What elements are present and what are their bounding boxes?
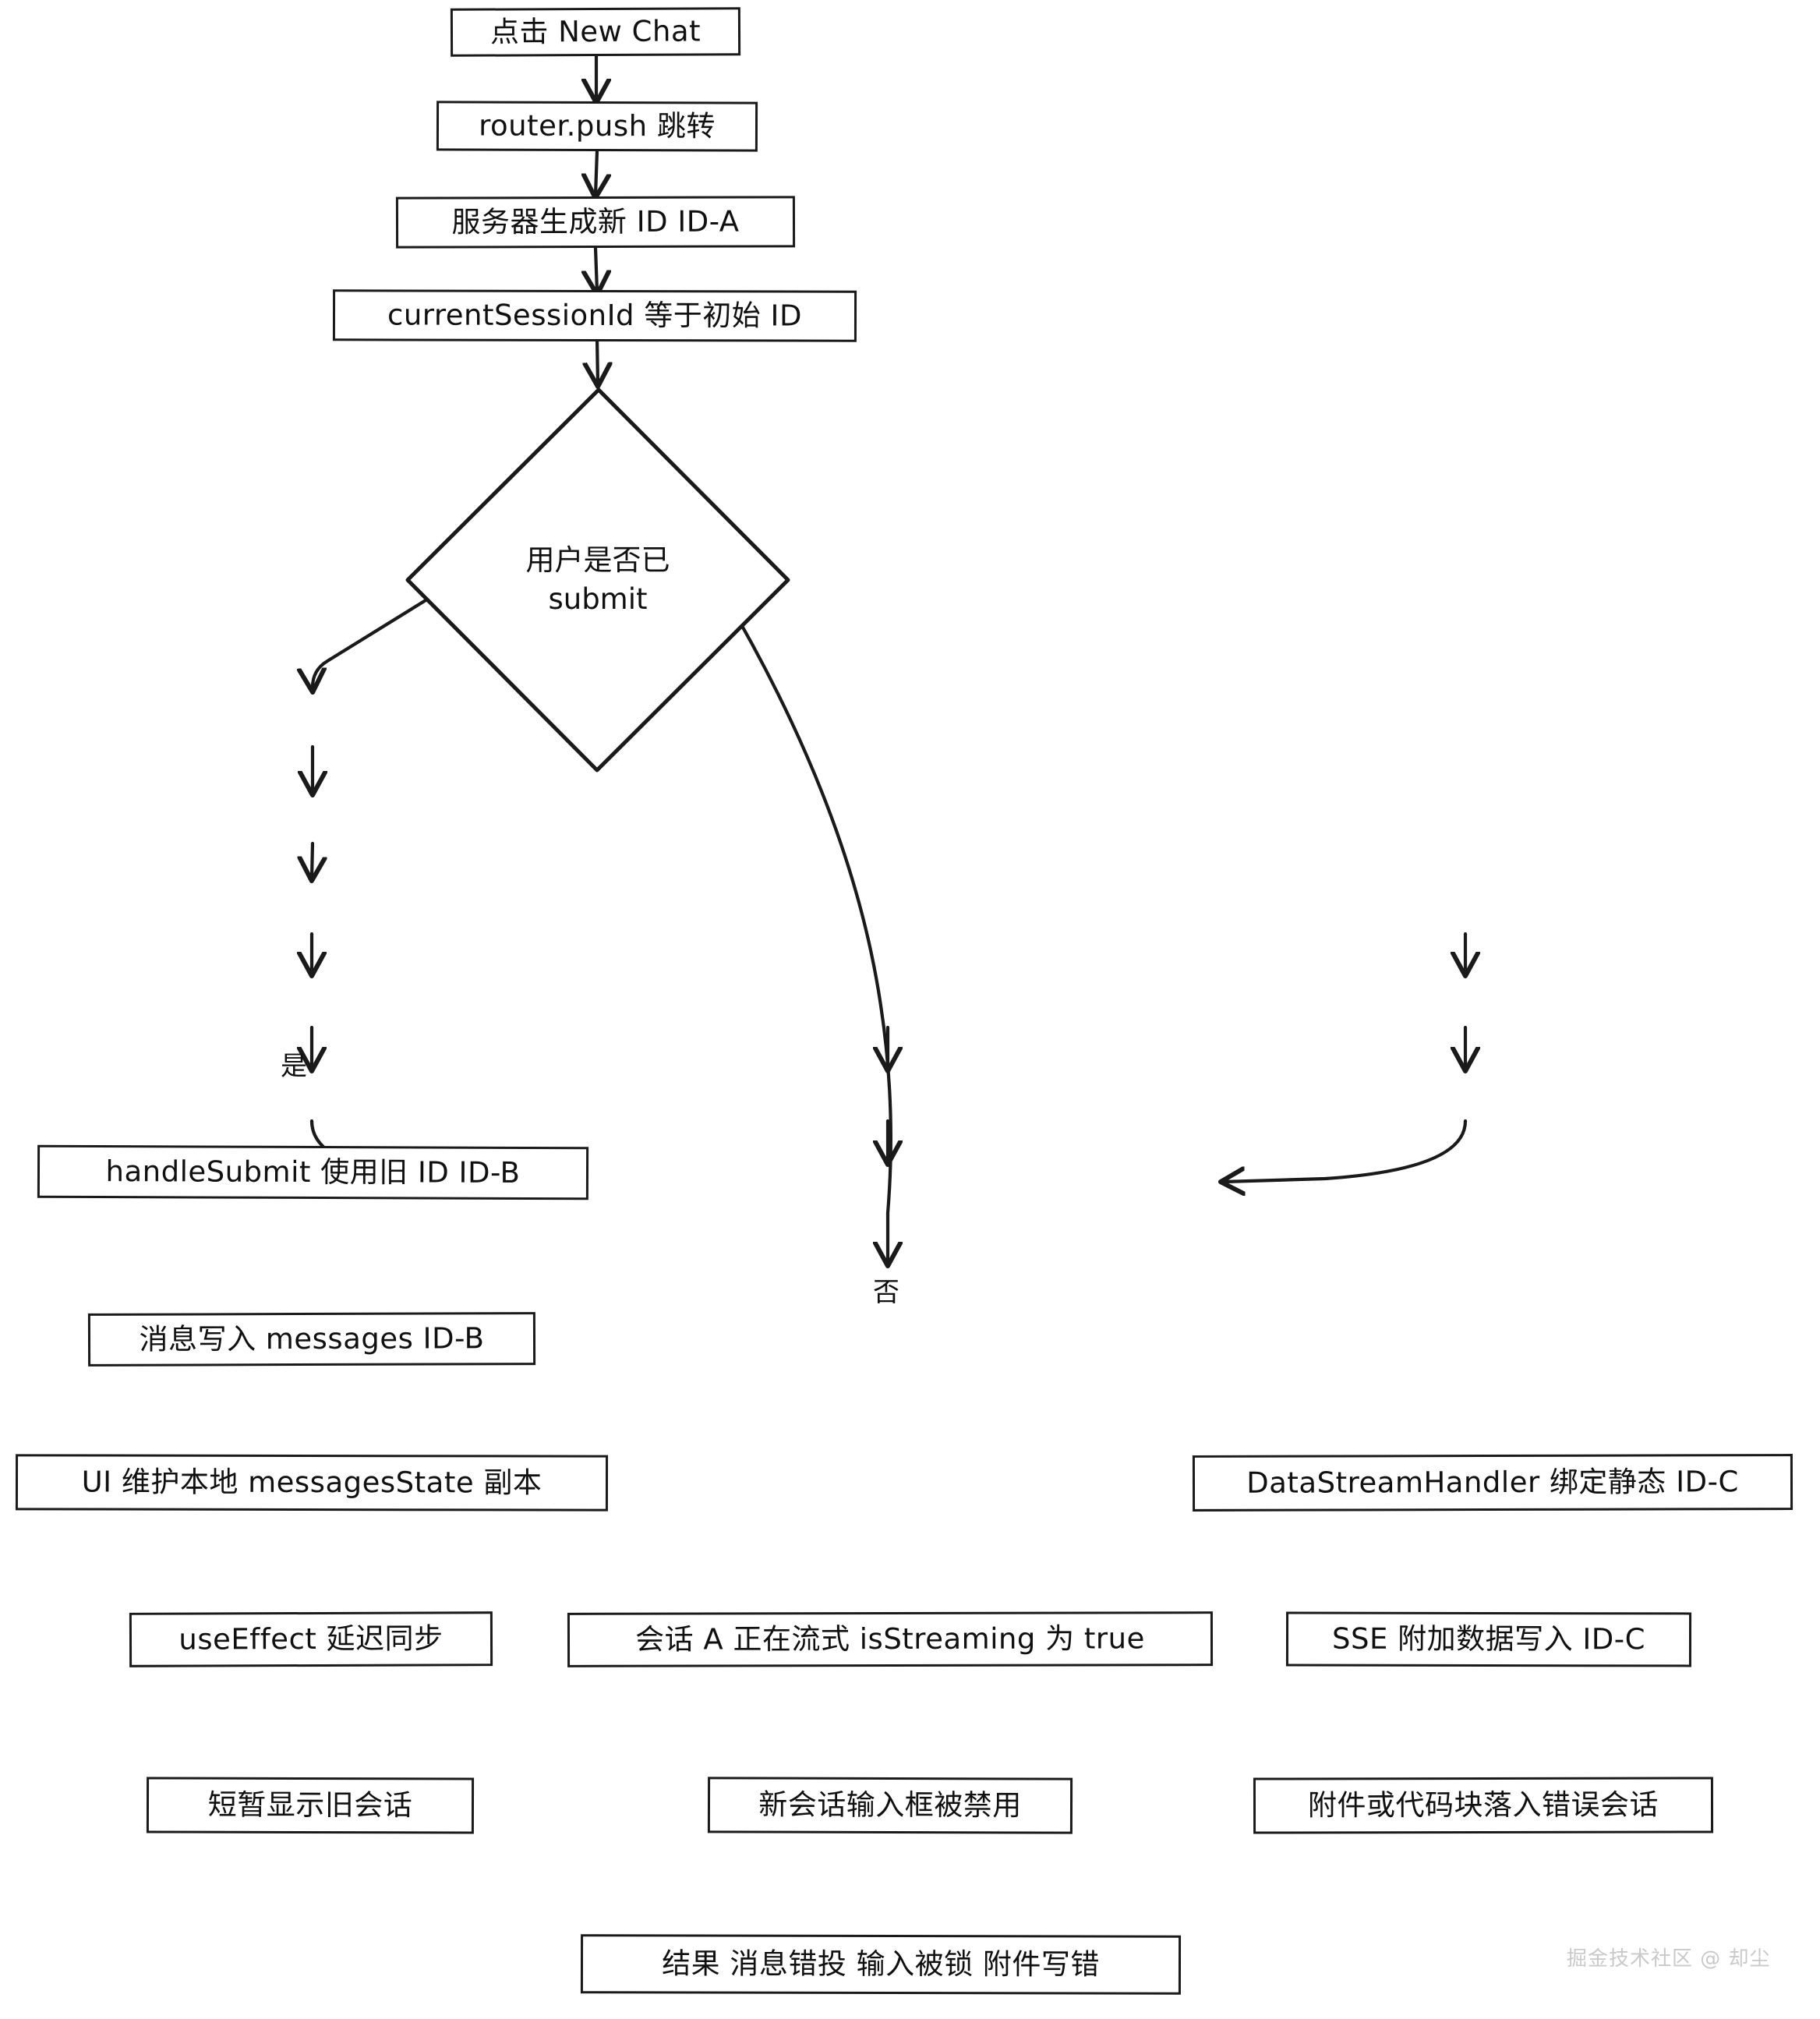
node-label: 新会话输入框被禁用 bbox=[758, 1787, 1022, 1823]
node-label-line2: submit bbox=[548, 582, 648, 616]
node-label-line1: 用户是否已 bbox=[525, 543, 670, 578]
node-label: UI 维护本地 messagesState 副本 bbox=[81, 1465, 542, 1500]
node-label: 消息写入 messages ID-B bbox=[139, 1321, 485, 1356]
node-sse-extra-data-write[interactable]: SSE 附加数据写入 ID-C bbox=[1285, 1611, 1692, 1667]
node-session-a-streaming[interactable]: 会话 A 正在流式 isStreaming 为 true bbox=[567, 1611, 1214, 1667]
node-handle-submit-old-id[interactable]: handleSubmit 使用旧 ID ID-B bbox=[37, 1144, 589, 1200]
node-ui-local-messages-state[interactable]: UI 维护本地 messagesState 副本 bbox=[15, 1454, 609, 1512]
node-decision-user-submitted[interactable]: 用户是否已 submit bbox=[405, 387, 791, 773]
node-label: useEffect 延迟同步 bbox=[178, 1621, 444, 1657]
node-label: DataStreamHandler 绑定静态 ID-C bbox=[1246, 1465, 1739, 1500]
node-label: 短暂显示旧会话 bbox=[207, 1787, 413, 1823]
node-use-effect-delayed-sync[interactable]: useEffect 延迟同步 bbox=[129, 1611, 493, 1667]
node-result-summary[interactable]: 结果 消息错投 输入被锁 附件写错 bbox=[580, 1934, 1182, 1995]
node-label: 服务器生成新 ID ID-A bbox=[451, 204, 740, 239]
node-router-push[interactable]: router.push 跳转 bbox=[436, 101, 758, 152]
edge-n15-n16 bbox=[1224, 1119, 1468, 1182]
node-click-new-chat[interactable]: 点击 New Chat bbox=[450, 7, 741, 57]
node-label: 会话 A 正在流式 isStreaming 为 true bbox=[635, 1621, 1145, 1657]
diamond-shape bbox=[405, 387, 790, 773]
diamond-label-wrap: 用户是否已 submit bbox=[405, 387, 791, 773]
edge-label-yes: 是 bbox=[281, 1051, 307, 1082]
node-label: SSE 附加数据写入 ID-C bbox=[1331, 1621, 1646, 1657]
edge-n7-n8 bbox=[312, 841, 313, 878]
edge-n3-n4 bbox=[595, 246, 597, 292]
node-label: router.push 跳转 bbox=[479, 108, 716, 143]
node-brief-show-old-session[interactable]: 短暂显示旧会话 bbox=[146, 1777, 475, 1834]
node-attachment-wrong-session[interactable]: 附件或代码块落入错误会话 bbox=[1253, 1777, 1714, 1834]
node-current-session-id[interactable]: currentSessionId 等于初始 ID bbox=[332, 289, 857, 342]
node-label: 点击 New Chat bbox=[489, 14, 701, 49]
edge-n4-n5 bbox=[597, 336, 598, 384]
node-server-new-id[interactable]: 服务器生成新 ID ID-A bbox=[395, 196, 796, 249]
node-message-write-messages[interactable]: 消息写入 messages ID-B bbox=[87, 1312, 536, 1367]
node-label: handleSubmit 使用旧 ID ID-B bbox=[105, 1154, 521, 1190]
node-new-session-input-disabled[interactable]: 新会话输入框被禁用 bbox=[707, 1777, 1073, 1834]
node-label: 结果 消息错投 输入被锁 附件写错 bbox=[662, 1947, 1100, 1982]
watermark: 掘金技术社区 @ 却尘 bbox=[1567, 1947, 1771, 1971]
edge-n2-n3 bbox=[595, 149, 597, 195]
node-label: currentSessionId 等于初始 ID bbox=[387, 298, 803, 333]
node-label: 附件或代码块落入错误会话 bbox=[1307, 1787, 1659, 1823]
node-datastreamhandler-static-id[interactable]: DataStreamHandler 绑定静态 ID-C bbox=[1192, 1454, 1793, 1512]
edge-label-no: 否 bbox=[873, 1277, 899, 1308]
